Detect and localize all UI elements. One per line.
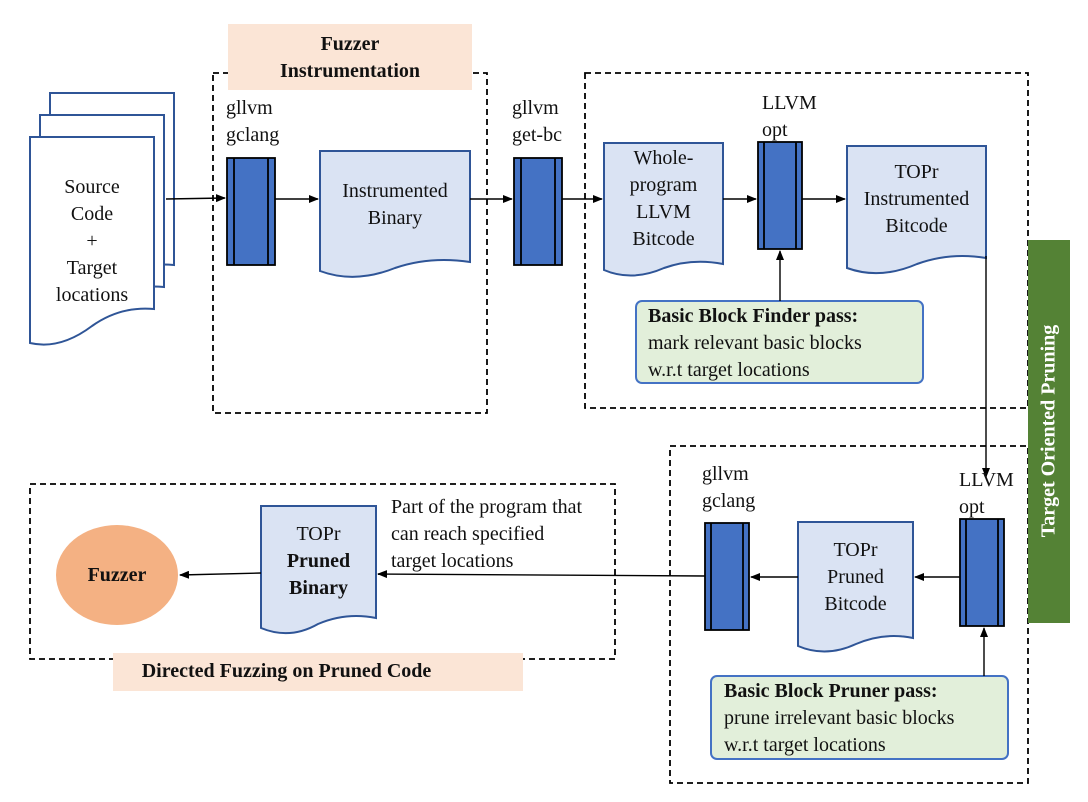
annotation-line: can reach specified xyxy=(391,523,545,545)
source-code-label: Source Code + Target locations xyxy=(42,174,142,309)
tool-label-line: gllvm xyxy=(702,463,749,485)
llvm-opt-top-label: LLVM opt xyxy=(762,90,817,144)
tool-label-line: gllvm xyxy=(512,97,559,119)
source-code-line: Target xyxy=(66,257,118,279)
fuzzer-instrumentation-label-bg xyxy=(228,24,472,90)
pass-line: w.r.t target locations xyxy=(648,359,810,381)
tool-label-line: gllvm xyxy=(226,97,273,119)
fuzzer-instrumentation-line: Instrumentation xyxy=(279,60,420,82)
doc-label-line: LLVM xyxy=(636,201,691,223)
whole-program-bitcode-label: Whole- program LLVM Bitcode xyxy=(604,145,723,253)
source-code-line: locations xyxy=(55,284,129,306)
tool-label-line: LLVM xyxy=(959,469,1014,491)
doc-label-line: TOPr xyxy=(296,523,341,545)
gllvm-gclang-top-label: gllvm gclang xyxy=(226,95,279,149)
source-code-document xyxy=(29,92,175,346)
fuzzer-label: Fuzzer xyxy=(87,564,147,586)
directed-fuzzing-label: Directed Fuzzing on Pruned Code xyxy=(141,660,432,682)
pass-title: Basic Block Finder pass: xyxy=(648,305,859,327)
part-of-program-annotation: Part of the program that can reach speci… xyxy=(391,494,582,575)
tool-label-line: get-bc xyxy=(512,124,562,146)
llvm-opt-bottom-label: LLVM opt xyxy=(959,467,1014,521)
doc-label-line: Binary xyxy=(289,577,348,599)
gllvm-gclang-top-tool xyxy=(226,157,276,266)
pass-line: w.r.t target locations xyxy=(724,734,886,756)
doc-label-line: Bitcode xyxy=(885,215,948,237)
fuzzer-instrumentation-line: Fuzzer xyxy=(320,33,380,55)
source-code-line: Source xyxy=(64,176,120,198)
target-oriented-pruning-label: Target Oriented Pruning xyxy=(1037,324,1060,538)
source-code-line: + xyxy=(86,230,98,252)
topr-pruned-binary-document xyxy=(260,505,377,635)
fuzzer-instrumentation-group xyxy=(212,72,488,414)
topr-pruned-binary-label: TOPr Pruned Binary xyxy=(261,521,376,602)
doc-label-line: Instrumented xyxy=(342,180,448,202)
target-oriented-pruning-bar xyxy=(1028,240,1070,623)
gllvm-gclang-bottom-label: gllvm gclang xyxy=(702,461,755,515)
pass-title: Basic Block Pruner pass: xyxy=(724,680,938,702)
tool-label-line: gclang xyxy=(226,124,280,146)
instrumented-binary-label: Instrumented Binary xyxy=(320,178,470,232)
finder-pass-label: Basic Block Finder pass: mark relevant b… xyxy=(648,303,862,384)
doc-label-line: Binary xyxy=(367,207,423,229)
tool-label-line: opt xyxy=(959,496,985,518)
whole-program-bitcode-document xyxy=(603,142,724,277)
doc-label-line: Pruned xyxy=(286,550,351,572)
topr-instrumented-bitcode-label: TOPr Instrumented Bitcode xyxy=(847,159,986,240)
arrow-binary-to-fuzzer xyxy=(179,570,262,579)
pass-line: mark relevant basic blocks xyxy=(648,332,862,354)
doc-label-line: Bitcode xyxy=(824,593,887,615)
doc-label-line: Instrumented xyxy=(863,188,970,210)
gllvm-gclang-bottom-tool xyxy=(704,522,750,631)
llvm-opt-top-tool xyxy=(757,141,803,250)
gllvm-getbc-tool xyxy=(513,157,563,266)
arrow-gclang-to-binary-bottom xyxy=(377,570,706,579)
annotation-line: Part of the program that xyxy=(391,496,583,518)
arrow-source-to-gclang xyxy=(165,194,226,203)
llvm-opt-bottom-tool xyxy=(959,518,1005,627)
pruner-group xyxy=(669,445,1029,784)
topr-pruned-bitcode-label: TOPr Pruned Bitcode xyxy=(798,537,913,618)
annotation-line: target locations xyxy=(391,550,514,572)
topr-instrumented-bitcode-document xyxy=(846,145,987,275)
topr-pruned-bitcode-document xyxy=(797,521,914,653)
doc-label-line: TOPr xyxy=(833,539,878,561)
doc-label-line: Pruned xyxy=(827,566,884,588)
directed-fuzzing-label-bg xyxy=(113,653,523,691)
fuzzer-ellipse xyxy=(56,525,178,625)
source-code-line: Code xyxy=(70,203,114,225)
pruner-pass-label: Basic Block Pruner pass: prune irrelevan… xyxy=(724,678,954,759)
pruner-pass-box xyxy=(710,675,1009,760)
tool-label-line: LLVM xyxy=(762,92,817,114)
doc-label-line: Whole- xyxy=(633,147,694,169)
doc-label-line: program xyxy=(629,174,698,196)
tool-label-line: gclang xyxy=(702,490,756,512)
tool-label-line: opt xyxy=(762,119,788,141)
doc-label-line: Bitcode xyxy=(632,228,695,250)
instrumented-binary-document xyxy=(319,150,471,278)
doc-label-line: TOPr xyxy=(894,161,939,183)
fuzzer-instrumentation-label: Fuzzer Instrumentation xyxy=(228,31,472,85)
pass-line: prune irrelevant basic blocks xyxy=(724,707,955,729)
gllvm-getbc-label: gllvm get-bc xyxy=(512,95,562,149)
